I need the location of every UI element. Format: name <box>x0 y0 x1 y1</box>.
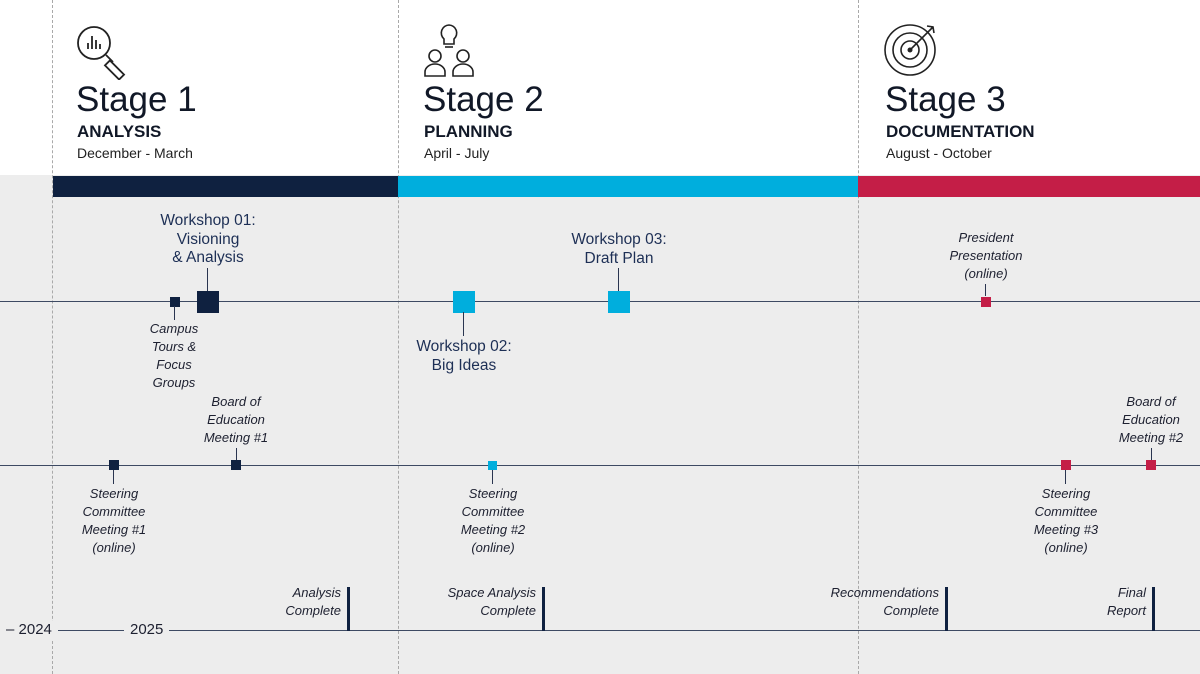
workshop-01-stem <box>207 268 209 292</box>
recommendations-complete-label: Recommendations Complete <box>830 585 939 618</box>
workshop-03-stem <box>618 268 620 292</box>
year-2024-label: – 2024 <box>0 621 58 639</box>
year-2024-text: 2024 <box>18 621 52 638</box>
stage-divider <box>52 0 53 674</box>
board-meeting-2-marker <box>1146 460 1156 470</box>
president-presentation-label: President Presentation (online) <box>949 230 1023 281</box>
campus-tours-stem <box>174 306 176 320</box>
stage-1-bar <box>53 176 398 197</box>
workshop-02-stem <box>463 312 465 336</box>
campus-tours-marker <box>170 297 180 307</box>
magnifier-chart-icon <box>77 26 126 80</box>
steering-meeting-1-stem <box>113 470 115 484</box>
meetings-track <box>0 465 1200 466</box>
president-presentation-stem <box>985 284 987 296</box>
steering-meeting-2-label: Steering Committee Meeting #2 (online) <box>460 486 526 555</box>
analysis-complete-label: Analysis Complete <box>285 585 341 618</box>
space-analysis-complete-tick <box>542 587 545 631</box>
analysis-complete-tick <box>347 587 350 631</box>
board-meeting-1-label: Board of Education Meeting #1 <box>203 394 269 445</box>
board-meeting-1-stem <box>236 448 238 460</box>
recommendations-complete-tick <box>945 587 948 631</box>
steering-meeting-2-stem <box>492 470 494 484</box>
space-analysis-complete-label: Space Analysis Complete <box>447 585 536 618</box>
stage-2-bar <box>398 176 858 197</box>
target-icon <box>884 24 936 76</box>
stage-2-title: Stage 2 <box>423 80 544 119</box>
board-meeting-2-stem <box>1151 448 1153 460</box>
stage-3-subtitle: DOCUMENTATION <box>886 122 1035 141</box>
workshop-03-label: Workshop 03: Draft Plan <box>571 231 667 267</box>
board-meeting-1-marker <box>231 460 241 470</box>
stage-3-bar <box>858 176 1200 197</box>
stage-1-subtitle: ANALYSIS <box>77 122 162 141</box>
final-report-tick <box>1152 587 1155 631</box>
stage-1-title: Stage 1 <box>76 80 197 119</box>
workshop-02-marker <box>453 291 475 313</box>
steering-meeting-3-marker <box>1061 460 1071 470</box>
workshop-03-marker <box>608 291 630 313</box>
year-2025-label: 2025 <box>124 621 170 639</box>
stage-3-title: Stage 3 <box>885 80 1006 119</box>
stage-3-dates: August - October <box>886 145 992 161</box>
president-presentation-marker <box>981 297 991 307</box>
stage-2-dates: April - July <box>424 145 490 161</box>
stage-2-subtitle: PLANNING <box>424 122 513 141</box>
steering-meeting-1-label: Steering Committee Meeting #1 (online) <box>81 486 147 555</box>
steering-meeting-3-stem <box>1065 470 1067 484</box>
timeline-background <box>0 175 1200 674</box>
workshop-01-marker <box>197 291 219 313</box>
board-meeting-2-label: Board of Education Meeting #2 <box>1118 394 1184 445</box>
steering-meeting-3-label: Steering Committee Meeting #3 (online) <box>1033 486 1099 555</box>
stage-divider <box>398 0 399 674</box>
stage-1-dates: December - March <box>77 145 193 161</box>
steering-meeting-1-marker <box>109 460 119 470</box>
stage-divider <box>858 0 859 674</box>
steering-meeting-2-marker <box>488 461 497 470</box>
final-report-label: Final Report <box>1106 585 1146 618</box>
lightbulb-people-icon <box>424 24 474 77</box>
workshop-01-label: Workshop 01: Visioning & Analysis <box>160 212 256 266</box>
workshops-track <box>0 301 1200 302</box>
workshop-02-label: Workshop 02: Big Ideas <box>416 338 512 374</box>
year-axis <box>0 630 1200 631</box>
campus-tours-label: Campus Tours & Focus Groups <box>149 321 199 390</box>
